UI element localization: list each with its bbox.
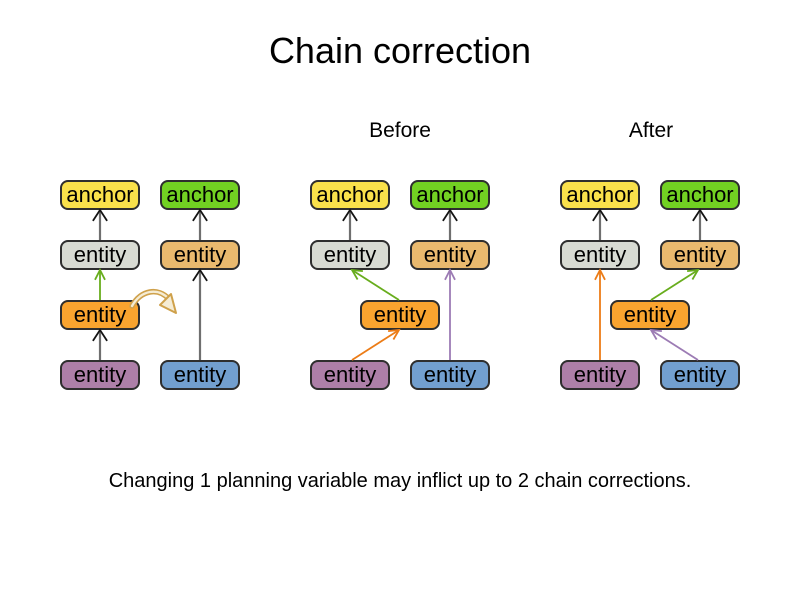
after-entity-purple-box: entity	[560, 360, 640, 390]
panel-label-before: Before	[369, 119, 431, 142]
before-entity-purple-box: entity	[310, 360, 390, 390]
slide-title: Chain correction	[268, 30, 532, 71]
after-entity-orange-box: entity	[610, 300, 690, 330]
after-entity-blue-box: entity	[660, 360, 740, 390]
initial-entity-orange-box: entity	[60, 300, 140, 330]
before-anchor-yellow-box: anchor	[310, 180, 390, 210]
initial-entity-blue-box: entity	[160, 360, 240, 390]
before-entity-gray-box: entity	[310, 240, 390, 270]
before-entity-blue-box: entity	[410, 360, 490, 390]
panel-label-after: After	[628, 119, 674, 142]
initial-entity-gray-box: entity	[60, 240, 140, 270]
initial-entity-tan-box: entity	[160, 240, 240, 270]
caption: Changing 1 planning variable may inflict…	[108, 470, 692, 492]
after-entity-gray-box: entity	[560, 240, 640, 270]
initial-entity-purple-box: entity	[60, 360, 140, 390]
before-entity-tan-box: entity	[410, 240, 490, 270]
initial-anchor-green-box: anchor	[160, 180, 240, 210]
after-anchor-green-box: anchor	[660, 180, 740, 210]
before-entity-orange-box: entity	[360, 300, 440, 330]
before-anchor-green-box: anchor	[410, 180, 490, 210]
initial-anchor-yellow-box: anchor	[60, 180, 140, 210]
after-entity-tan-box: entity	[660, 240, 740, 270]
after-anchor-yellow-box: anchor	[560, 180, 640, 210]
